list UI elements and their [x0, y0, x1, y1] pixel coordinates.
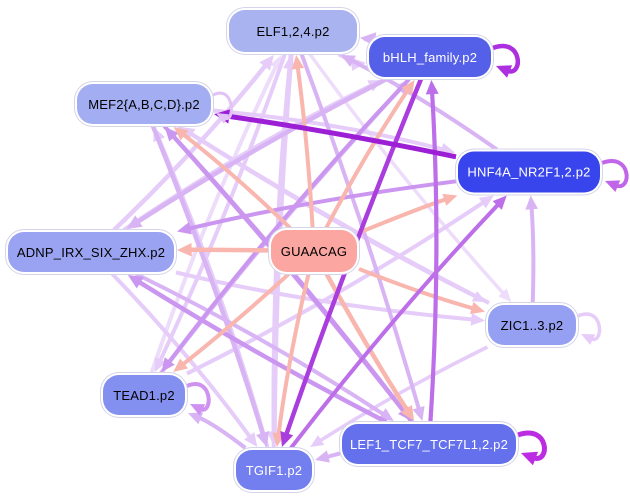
edge-arrowhead — [280, 430, 294, 447]
edge — [137, 279, 388, 425]
self-loop-edge — [517, 430, 547, 461]
edge — [529, 207, 536, 304]
edge — [198, 415, 247, 450]
edge — [150, 125, 266, 436]
node-label: GUAACAG — [280, 243, 348, 259]
edge — [136, 76, 388, 225]
edge-arrowhead — [492, 195, 507, 210]
edge — [189, 247, 270, 253]
node-label: TEAD1.p2 — [113, 387, 175, 403]
self-loop-edge-arrowhead — [605, 180, 621, 193]
self-loop-edge-arrowhead — [216, 113, 230, 124]
edge-arrowhead — [498, 288, 512, 302]
node-lef1-tcf7[interactable]: LEF1_TCF7_TCF7L1,2.p2 — [342, 424, 516, 464]
edge — [212, 108, 445, 152]
edge — [324, 88, 410, 229]
node-bhlh-family[interactable]: bHLH_family.p2 — [369, 37, 491, 77]
edge-arrowhead — [126, 215, 143, 229]
edge-arrowhead — [164, 127, 179, 142]
node-label: TGIF1.p2 — [245, 462, 303, 478]
edge — [428, 91, 439, 423]
edge — [358, 197, 447, 235]
edge-arrowhead — [310, 435, 325, 447]
node-mef2-abcd[interactable]: MEF2{A,B,C,D}.p2 — [77, 84, 211, 124]
edge-arrowhead — [412, 405, 425, 421]
edge-arrowhead — [478, 195, 494, 209]
node-label: ZIC1..3.p2 — [500, 317, 564, 333]
self-loop-edge — [186, 382, 211, 412]
edge — [135, 272, 385, 417]
edge-arrowhead — [315, 450, 330, 463]
self-loop-edge — [212, 91, 233, 120]
edge-arrowhead — [525, 195, 538, 210]
node-label: HNF4A_NR2F1,2.p2 — [467, 164, 591, 180]
edge-arrowhead — [244, 432, 258, 447]
edge — [181, 272, 291, 367]
self-loop-edge-arrowhead — [496, 65, 513, 78]
edge — [308, 52, 506, 296]
edge — [171, 134, 414, 424]
edge — [350, 58, 499, 152]
edge — [318, 345, 489, 443]
edge — [299, 53, 421, 411]
edge-arrowhead — [291, 55, 305, 70]
self-loop-edge-arrowhead — [581, 334, 596, 345]
edge-arrowhead — [173, 358, 188, 372]
self-loop-edge — [601, 159, 629, 189]
self-loop-edge-arrowhead — [521, 451, 539, 466]
node-tgif1[interactable]: TGIF1.p2 — [236, 450, 312, 490]
node-tead1[interactable]: TEAD1.p2 — [103, 375, 185, 415]
node-label: ELF1,2,4.p2 — [256, 23, 330, 39]
edge-arrowhead — [154, 356, 167, 372]
node-hnf4a-nr2f12[interactable]: HNF4A_NR2F1,2.p2 — [458, 151, 600, 193]
edge-arrowhead — [401, 80, 415, 95]
node-label: MEF2{A,B,C,D}.p2 — [88, 96, 200, 112]
edge-arrowhead — [177, 222, 192, 235]
edge — [112, 63, 268, 232]
edge-arrowhead — [188, 412, 204, 425]
edge-arrowhead — [400, 405, 415, 421]
edge — [289, 202, 501, 450]
node-label: ADNP_IRX_SIX_ZHX.p2 — [16, 244, 166, 260]
edge-arrowhead — [173, 127, 189, 141]
edge — [181, 132, 292, 230]
edge-arrowhead — [177, 242, 192, 257]
edge-arrowhead — [425, 80, 439, 95]
node-adnp-irx-six-zhx[interactable]: ADNP_IRX_SIX_ZHX.p2 — [8, 232, 174, 272]
node-label: bHLH_family.p2 — [382, 49, 478, 65]
edge — [276, 273, 311, 436]
edge — [227, 113, 457, 160]
self-loop-edge — [492, 43, 521, 74]
node-zic1-3[interactable]: ZIC1..3.p2 — [488, 305, 576, 345]
edge — [295, 66, 315, 229]
edge-arrowhead — [283, 55, 296, 70]
edge-arrowhead — [259, 55, 274, 71]
edge-arrowhead — [256, 431, 270, 447]
edge-arrowhead — [127, 275, 144, 289]
edge-arrowhead — [470, 313, 485, 326]
node-label: LEF1_TCF7_TCF7L1,2.p2 — [349, 436, 509, 452]
edge — [189, 131, 490, 305]
edge-arrowhead — [161, 357, 175, 372]
node-guaacag-motif[interactable]: GUAACAG — [271, 230, 357, 272]
edge — [325, 449, 346, 459]
edge-arrowhead — [442, 193, 458, 206]
edge — [363, 36, 374, 42]
edge — [110, 272, 252, 439]
self-loop-edge — [577, 312, 602, 342]
edge — [188, 179, 457, 231]
node-elf124[interactable]: ELF1,2,4.p2 — [229, 10, 357, 52]
edge — [158, 53, 287, 363]
edge-arrowhead — [340, 55, 356, 67]
self-loop-edge-arrowhead — [190, 404, 206, 416]
edge-arrowhead — [470, 301, 485, 315]
